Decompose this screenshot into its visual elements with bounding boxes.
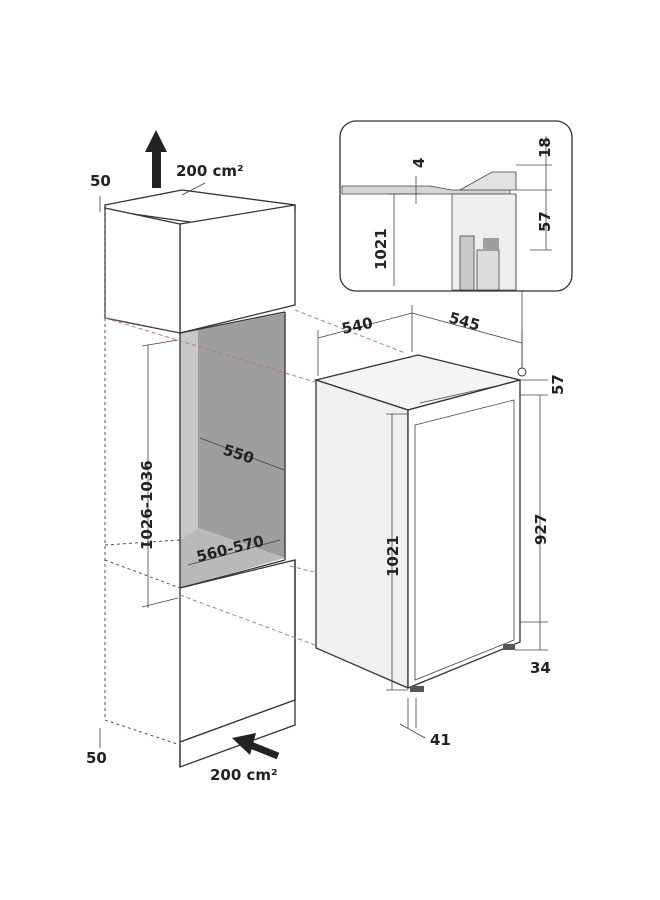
appliance — [313, 354, 521, 692]
niche-height-label: 1026-1036 — [138, 460, 156, 550]
vent-top-arrow — [145, 130, 167, 188]
detail-leader-marker — [517, 367, 527, 377]
appliance-height-dimension — [386, 413, 408, 691]
appliance-foot-front — [410, 686, 424, 692]
appliance-width-dimension — [317, 305, 413, 376]
cabinet — [104, 189, 296, 768]
alignment-guides — [104, 309, 406, 646]
detail-dim-57-label: 57 — [536, 211, 554, 232]
niche-floor — [180, 528, 285, 588]
niche-left-wall — [180, 330, 198, 540]
door-offset-label: 41 — [430, 731, 451, 749]
appliance-top-offset-label: 57 — [549, 374, 567, 395]
vent-bottom-arrow — [232, 733, 280, 760]
niche-depth-line — [199, 437, 285, 471]
gap-bottom-label: 50 — [86, 749, 107, 767]
detail-inset — [339, 120, 573, 292]
cabinet-top-side-face — [104, 207, 181, 334]
vent-bottom-label: 200 cm² — [210, 766, 278, 784]
appliance-right-dimensions — [515, 379, 548, 651]
vent-top-label: 200 cm² — [176, 162, 244, 180]
gap-top-label: 50 — [90, 172, 111, 190]
appliance-width-label: 540 — [340, 314, 374, 338]
niche-height-dimension — [141, 339, 179, 608]
appliance-foot-back — [503, 644, 515, 650]
niche-width-line — [187, 539, 281, 566]
appliance-height-label: 1021 — [384, 535, 402, 577]
appliance-side-face — [315, 379, 409, 689]
detail-dim-18-label: 18 — [536, 137, 554, 158]
appliance-front-face — [407, 379, 521, 689]
appliance-bottom-offset-label: 34 — [530, 659, 551, 677]
detail-dim-4-label: 4 — [410, 158, 428, 168]
detail-dim-1021-label: 1021 — [372, 228, 390, 270]
appliance-depth-label: 545 — [447, 309, 482, 335]
appliance-door-height-label: 927 — [532, 514, 550, 545]
door-offset-dimension — [399, 698, 426, 739]
appliance-door — [414, 399, 515, 681]
niche-back-wall — [198, 313, 285, 558]
